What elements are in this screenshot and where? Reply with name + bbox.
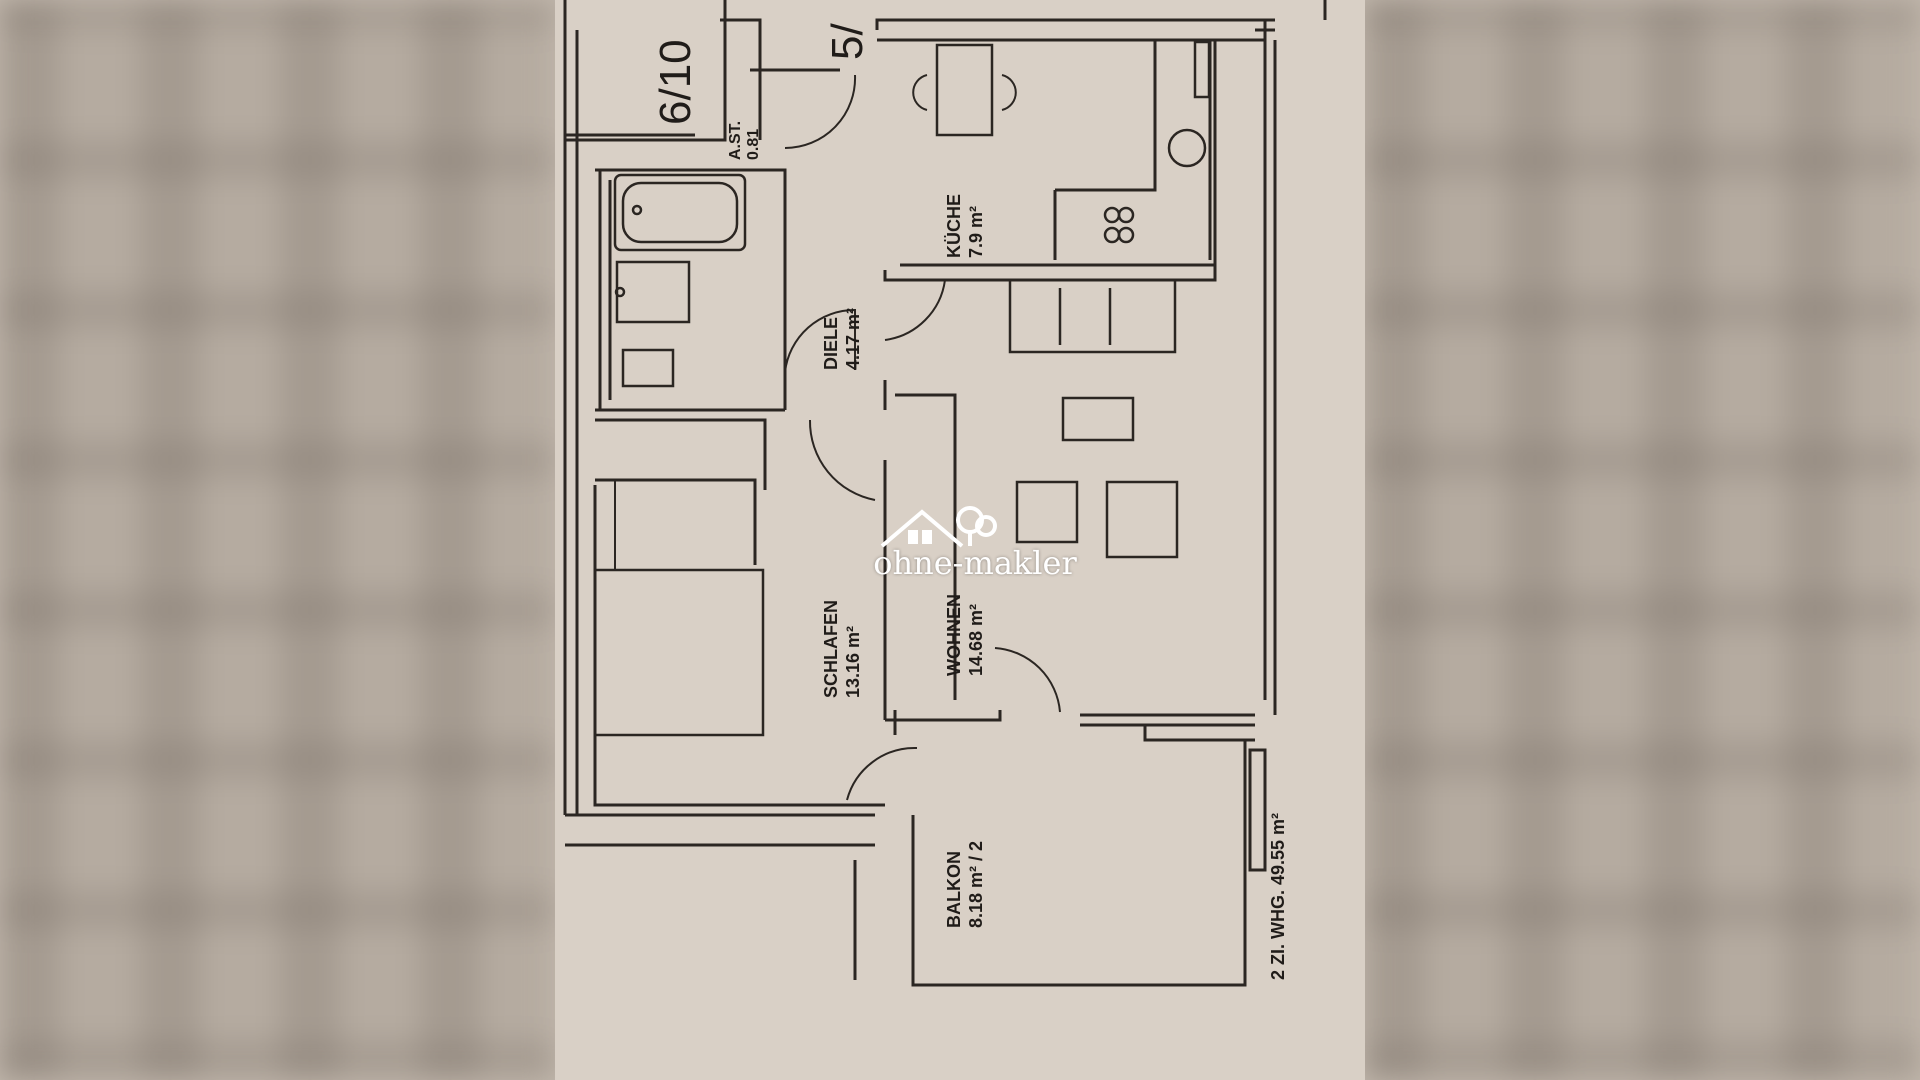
watermark-text: ohne-makler bbox=[873, 544, 1077, 582]
blurred-background-right bbox=[1365, 0, 1920, 1080]
unit-number-right: 5/ bbox=[823, 23, 872, 60]
living-furniture bbox=[1008, 278, 1179, 559]
unit-size-label: 2 ZI. WHG. 49.55 m² bbox=[1268, 812, 1288, 980]
room-label-kueche: KÜCHE 7.9 m² bbox=[943, 194, 987, 258]
room-name: SCHLAFEN bbox=[821, 600, 841, 698]
blurred-background-left bbox=[0, 0, 555, 1080]
room-area: 0.81 bbox=[745, 128, 762, 160]
room-label-wohnen: WOHNEN 14.68 m² bbox=[943, 594, 987, 676]
room-label-balkon: BALKON 8.18 m² / 2 bbox=[943, 841, 987, 928]
room-name: WOHNEN bbox=[944, 594, 964, 676]
room-area: 7.9 m² bbox=[966, 205, 986, 258]
room-area: 8.18 m² / 2 bbox=[966, 840, 986, 928]
walls bbox=[563, 0, 1327, 987]
watermark: ohne-makler bbox=[870, 500, 1080, 590]
floor-plan: 6/10 5/ A.ST. 0.81 KÜCHE 7.9 m² DIELE 4.… bbox=[555, 0, 1365, 1080]
floor-plan-drawing bbox=[563, 0, 1327, 987]
room-area: 13.16 m² bbox=[843, 625, 863, 698]
room-label-diele: DIELE 4.17 m² bbox=[820, 308, 864, 370]
house-tree-logo-icon bbox=[880, 506, 997, 548]
room-name: KÜCHE bbox=[944, 193, 964, 258]
unit-number-left: 6/10 bbox=[651, 39, 700, 125]
room-area: 4.17 m² bbox=[843, 307, 863, 370]
room-name: BALKON bbox=[944, 851, 964, 928]
room-name: DIELE bbox=[821, 316, 841, 370]
door-swings bbox=[784, 74, 1061, 801]
kitchen-furniture bbox=[912, 40, 1211, 244]
bedroom-furniture bbox=[593, 480, 765, 737]
room-area: 14.68 m² bbox=[966, 603, 986, 676]
room-name: A.ST. bbox=[727, 120, 744, 160]
room-label-schlafen: SCHLAFEN 13.16 m² bbox=[820, 600, 864, 698]
bathroom-fixtures bbox=[613, 173, 747, 388]
room-label-abstellraum: A.ST. 0.81 bbox=[727, 121, 763, 160]
